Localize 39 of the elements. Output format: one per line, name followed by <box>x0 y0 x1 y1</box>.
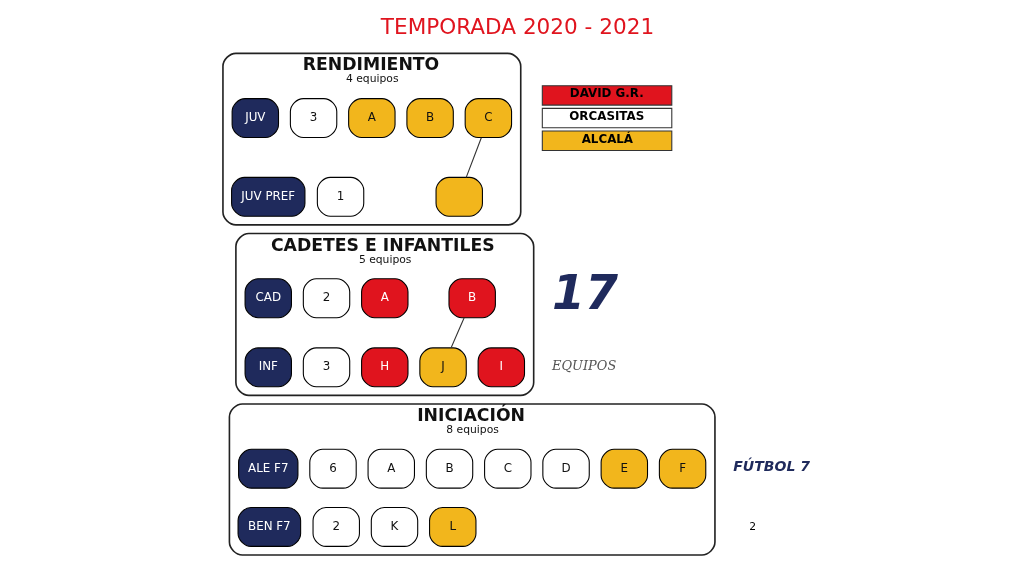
connector <box>465 137 482 178</box>
diagram-title: TEMPORADA 2020 - 2021 <box>380 13 655 39</box>
node-box: A <box>367 448 415 489</box>
node-box: INF <box>244 347 292 388</box>
node-box: B <box>406 98 454 139</box>
node-box: K <box>370 507 419 547</box>
node-box: 6 <box>309 448 357 489</box>
node-box <box>435 176 483 217</box>
node-box: ALE F7 <box>238 448 299 489</box>
node-box: JUV <box>231 98 280 139</box>
node-box: F <box>658 448 707 489</box>
label: FÚTBOL 7 <box>733 458 810 475</box>
node-box: C <box>484 448 532 489</box>
legend-label: ORCASITAS <box>569 109 645 124</box>
legend-label: DAVID G.R. <box>569 86 644 101</box>
node-box: 3 <box>289 98 338 139</box>
legend-label: ALCALÁ <box>581 131 634 146</box>
node-box: E <box>600 448 649 489</box>
node-box: JUV PREF <box>231 176 306 217</box>
node-box: J <box>419 347 467 388</box>
node-box: 2 <box>312 507 360 547</box>
label: 17 <box>552 265 619 321</box>
node-box: 3 <box>302 347 351 388</box>
node-box: A <box>348 98 396 139</box>
node-box: 1 <box>316 176 365 217</box>
node-box: C <box>464 98 513 139</box>
connector <box>450 317 465 349</box>
node-box: CAD <box>244 278 292 319</box>
node-box: A <box>361 278 409 319</box>
node-box: BEN F7 <box>237 507 302 547</box>
node-box: 2 <box>302 278 351 319</box>
node-box: B <box>448 278 496 319</box>
node-box: I <box>477 347 526 388</box>
node-box: B <box>425 448 474 489</box>
label: 2 <box>749 519 757 533</box>
label: EQUIPOS <box>552 357 617 373</box>
node-box: L <box>429 507 477 547</box>
node-box: H <box>361 347 409 388</box>
node-box: D <box>542 448 590 489</box>
